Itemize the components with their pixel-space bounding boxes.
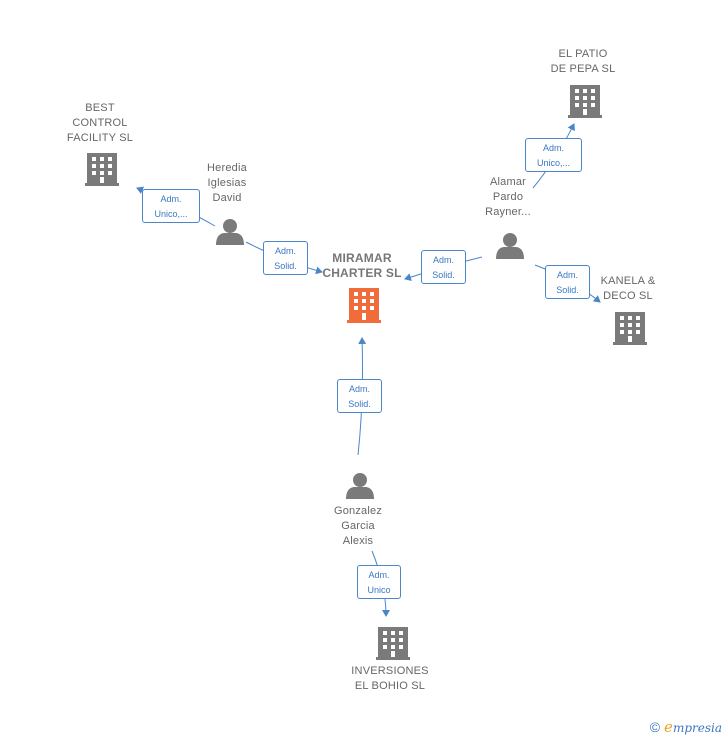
building-icon[interactable] xyxy=(613,312,647,345)
person-label-heredia[interactable]: Heredia Iglesias David xyxy=(207,162,247,204)
person-icon[interactable] xyxy=(496,233,524,259)
person-icon[interactable] xyxy=(216,219,244,245)
edge-label-alamar-kanela[interactable]: Adm. Solid. xyxy=(545,265,590,299)
company-label-miramar-charter[interactable]: MIRAMAR CHARTER SL xyxy=(322,251,402,280)
brand-logo-text: mpresia xyxy=(672,721,722,735)
building-icon[interactable] xyxy=(85,153,119,186)
edge-label-gonzalez-inversiones[interactable]: Adm. Unico xyxy=(357,565,401,599)
edge-label-heredia-best[interactable]: Adm. Unico,... xyxy=(142,189,200,223)
edge-label-heredia-center[interactable]: Adm. Solid. xyxy=(263,241,308,275)
brand-logo-initial: e xyxy=(664,718,673,736)
company-label-kanela[interactable]: KANELA & DECO SL xyxy=(600,275,656,302)
edge-label-alamar-center[interactable]: Adm. Solid. xyxy=(421,250,466,284)
person-icon[interactable] xyxy=(346,473,374,499)
copyright-footer: ©empresia xyxy=(650,718,722,736)
person-label-alamar[interactable]: Alamar Pardo Rayner... xyxy=(485,176,531,218)
company-label-inversiones[interactable]: INVERSIONES EL BOHIO SL xyxy=(351,665,429,692)
building-icon[interactable] xyxy=(376,627,410,660)
company-label-el-patio[interactable]: EL PATIO DE PEPA SL xyxy=(550,48,616,75)
building-icon[interactable] xyxy=(347,288,381,323)
person-label-gonzalez[interactable]: Gonzalez Garcia Alexis xyxy=(333,505,383,547)
building-icon[interactable] xyxy=(568,85,602,118)
edge-label-gonzalez-center[interactable]: Adm. Solid. xyxy=(337,379,382,413)
company-label-best-control[interactable]: BEST CONTROL FACILITY SL xyxy=(66,102,134,144)
edge-label-alamar-patio[interactable]: Adm. Unico,... xyxy=(525,138,582,172)
copyright-symbol: © xyxy=(649,719,661,735)
